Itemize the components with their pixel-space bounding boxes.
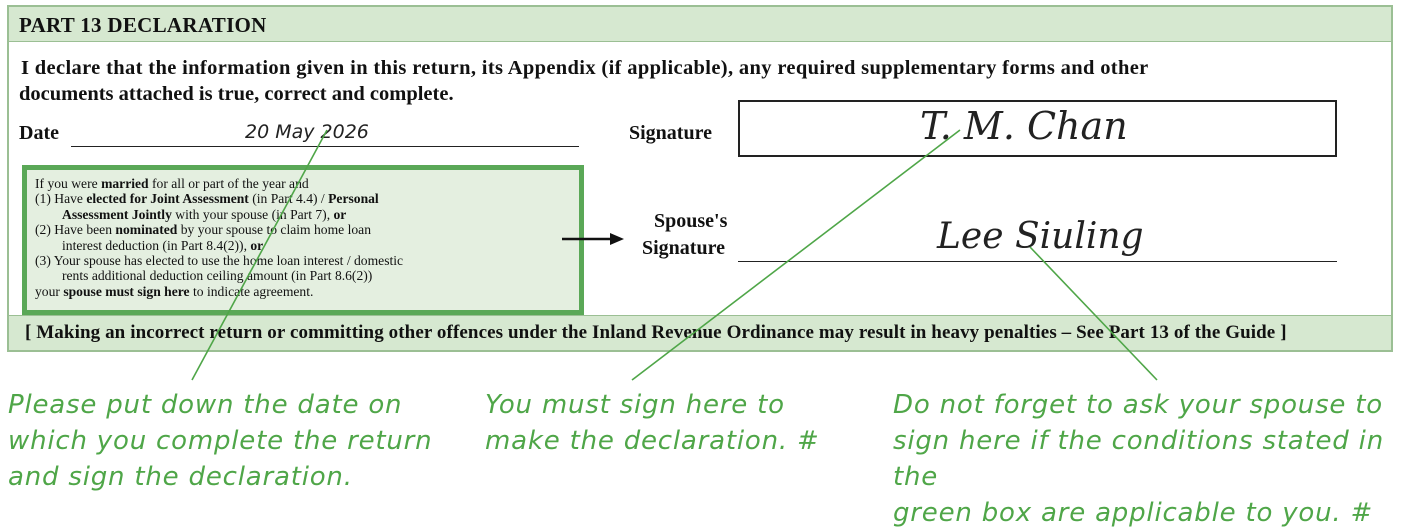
signature-box[interactable]: T. M. Chan (738, 100, 1337, 157)
signature-label: Signature (629, 122, 712, 144)
condition-item-1-cont: Assessment Jointly with your spouse (in … (62, 206, 347, 222)
date-instruction-note: Please put down the date on which you co… (8, 390, 433, 492)
signature-value: T. M. Chan (920, 104, 1128, 148)
condition-item-2: (2) Have been nominated by your spouse t… (35, 222, 372, 238)
declaration-form: PART 13 DECLARATION I declare that the i… (7, 5, 1393, 352)
condition-item-3-cont: rents additional deduction ceiling amoun… (62, 268, 373, 284)
condition-item-1: (1) Have elected for Joint Assessment (i… (35, 191, 379, 207)
declaration-line-2: documents attached is true, correct and … (19, 83, 454, 105)
spouse-signature-line[interactable] (738, 261, 1337, 262)
conditions-outro: your spouse must sign here to indicate a… (35, 283, 314, 299)
penalty-warning-text: [ Making an incorrect return or committi… (25, 322, 1287, 343)
penalty-warning-bar: [ Making an incorrect return or committi… (9, 315, 1391, 350)
condition-item-2-cont: interest deduction (in Part 8.4(2)), or (62, 237, 264, 253)
arrow-right-icon (562, 233, 624, 245)
date-field-line[interactable] (71, 146, 579, 147)
date-label: Date (19, 122, 59, 144)
spouse-conditions-box: If you were married for all or part of t… (22, 165, 584, 315)
declaration-line-1: I declare that the information given in … (21, 57, 1149, 79)
spouse-signature-value[interactable]: Lee Siuling (937, 216, 1144, 257)
spouse-signature-label-line1: Spouse's (654, 210, 728, 232)
date-value[interactable]: 20 May 2026 (245, 121, 369, 143)
part-header: PART 13 DECLARATION (9, 7, 1391, 42)
declaration-statement: I declare that the information given in … (19, 55, 1379, 107)
spouse-instruction-note: Do not forget to ask your spouse to sign… (893, 390, 1384, 528)
part-title: PART 13 DECLARATION (19, 13, 267, 37)
signature-instruction-note: You must sign here to make the declarati… (485, 390, 820, 456)
spouse-signature-label-line2: Signature (642, 237, 725, 259)
condition-item-3: (3) Your spouse has elected to use the h… (35, 253, 404, 269)
conditions-intro: If you were married for all or part of t… (35, 176, 309, 191)
